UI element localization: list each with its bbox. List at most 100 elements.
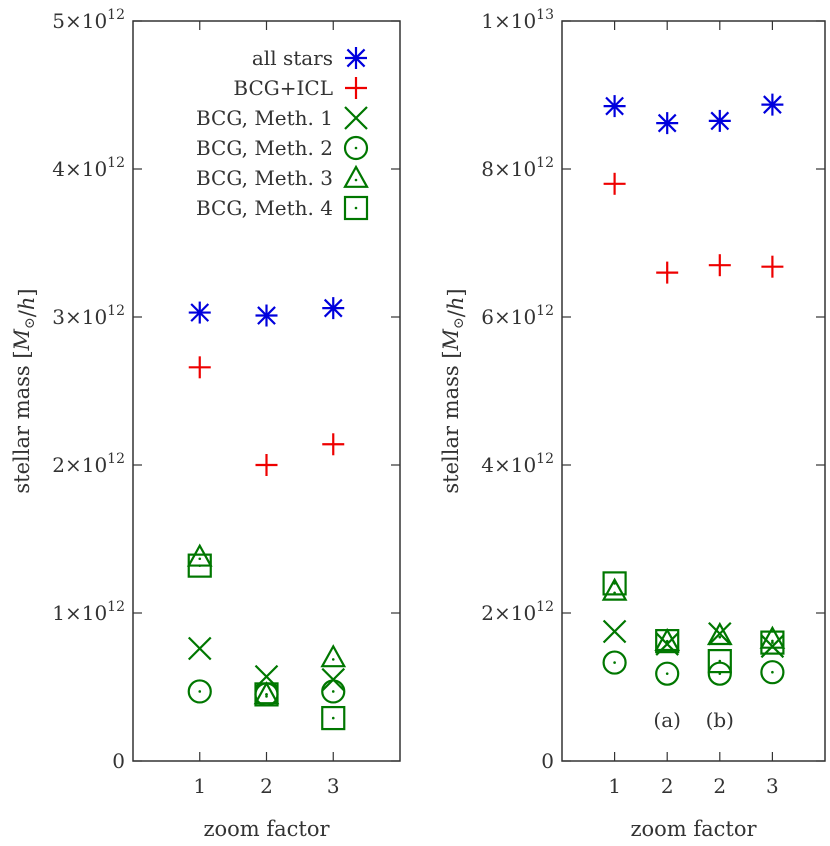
y-tick-mantissa: 8×10 (481, 157, 536, 181)
marker-ring (655, 661, 680, 686)
legend-marker-bcg-meth-3 (343, 164, 369, 188)
legend-label: BCG+ICL (233, 76, 333, 100)
y-label-sub: ⊙ (22, 317, 38, 329)
legend-label: BCG, Meth. 4 (196, 196, 333, 220)
y-tick-mantissa: 6×10 (481, 305, 536, 329)
marker-dot (613, 661, 616, 664)
y-tick-exponent: 12 (536, 451, 554, 467)
x-tick-label: 1 (608, 774, 621, 798)
marker-dot (198, 557, 202, 561)
marker-dot (665, 639, 669, 643)
y-label-sub: ⊙ (451, 317, 467, 329)
y-tick-mantissa: 5×10 (52, 9, 107, 33)
data-point-bcg-meth-2 (655, 661, 680, 686)
data-point-bcg-icl (656, 261, 679, 284)
data-point-bcg-meth-2 (187, 679, 212, 704)
data-point-all-stars (761, 93, 784, 116)
marker-stroke (708, 621, 732, 646)
data-point-bcg-icl (255, 454, 278, 476)
marker-triangle (343, 164, 369, 188)
plot-frame (561, 20, 826, 762)
marker-square (655, 629, 680, 654)
y-tick-label: 1×1012 (52, 599, 125, 625)
y-tick-mantissa: 0 (112, 749, 125, 773)
legend-marker-bcg-meth-4 (343, 195, 369, 221)
legend-label: BCG, Meth. 1 (196, 106, 333, 130)
y-tick-exponent: 12 (107, 451, 125, 467)
marker-dot (331, 690, 335, 693)
y-tick-exponent: 12 (107, 599, 125, 615)
x-tick-label: 3 (327, 774, 340, 798)
y-tick-mantissa: 2×10 (52, 453, 107, 477)
y-axis-label: stellar mass [M⊙/h] (10, 288, 39, 493)
marker-stroke (763, 95, 782, 114)
marker-dot (265, 695, 268, 698)
y-tick-label: 0 (112, 749, 125, 773)
y-label-math: h (15, 297, 39, 311)
data-point-bcg-meth-3 (253, 681, 280, 705)
marker-stroke (605, 96, 624, 116)
annotation: (b) (706, 708, 734, 732)
y-tick-mantissa: 1×10 (481, 9, 536, 33)
marker-dot (665, 641, 669, 645)
x-axis-label: zoom factor (203, 817, 330, 841)
marker-stroke (346, 48, 366, 68)
data-point-bcg-icl (761, 255, 784, 278)
y-tick-mantissa: 2×10 (481, 601, 536, 625)
marker-dot (265, 693, 268, 696)
marker-square (187, 553, 212, 578)
series-bcg-icl (603, 172, 784, 284)
marker-dot (613, 582, 616, 585)
y-tick-label: 4×1012 (52, 155, 125, 181)
data-point-all-stars (656, 112, 679, 135)
marker-ring (760, 660, 785, 685)
data-point-bcg-meth-1 (187, 636, 212, 661)
legend-label: all stars (252, 46, 333, 70)
legend-marker-bcg-icl (345, 77, 367, 99)
legend-label: BCG, Meth. 2 (196, 136, 333, 160)
marker-square (321, 705, 346, 731)
legend-marker-bcg-meth-2 (343, 135, 369, 161)
y-label-math: M (439, 328, 463, 351)
series-bcg-meth-1 (602, 619, 785, 659)
y-tick-label: 1×1013 (481, 7, 554, 33)
data-point-all-stars (255, 304, 278, 327)
marker-dot (198, 690, 202, 693)
y-tick-exponent: 13 (536, 7, 554, 23)
legend-label: BCG, Meth. 3 (196, 166, 333, 190)
series-bcg-meth-2 (602, 650, 785, 686)
marker-triangle (706, 621, 733, 646)
data-point-bcg-meth-1 (602, 619, 627, 644)
y-tick-mantissa: 3×10 (52, 305, 107, 329)
marker-stroke (657, 113, 677, 133)
marker-triangle (654, 627, 681, 652)
x-axis-label: zoom factor (630, 817, 757, 841)
plot-frame (132, 20, 401, 762)
series-bcg-meth-3 (601, 577, 786, 652)
y-axis-label: stellar mass [M⊙/h] (439, 288, 468, 493)
y-tick-label: 5×1012 (52, 7, 125, 33)
marker-dot (331, 716, 335, 720)
y-label-text: ] (15, 288, 39, 296)
series-bcg-icl (188, 356, 345, 476)
series-bcg-meth-4 (602, 571, 785, 674)
marker-ring (187, 679, 212, 704)
y-label-text: / (15, 309, 39, 317)
marker-dot (354, 206, 358, 210)
data-point-bcg-meth-3 (706, 621, 733, 646)
x-tick-label: 2 (260, 774, 273, 798)
marker-triangle (320, 644, 347, 668)
marker-ring (343, 135, 369, 161)
y-tick-mantissa: 1×10 (52, 601, 107, 625)
y-tick-mantissa: 4×10 (481, 453, 536, 477)
data-point-all-stars (322, 297, 345, 320)
y-tick-exponent: 12 (107, 155, 125, 171)
y-label-text: stellar mass [ (10, 350, 34, 493)
y-tick-label: 2×1012 (52, 451, 125, 477)
x-tick-label: 1 (193, 774, 206, 798)
data-point-bcg-meth-2 (321, 679, 346, 704)
marker-ring (321, 679, 346, 704)
marker-ring (602, 650, 627, 675)
data-point-bcg-meth-4 (707, 648, 732, 674)
x-tick-label: 2 (661, 774, 674, 798)
